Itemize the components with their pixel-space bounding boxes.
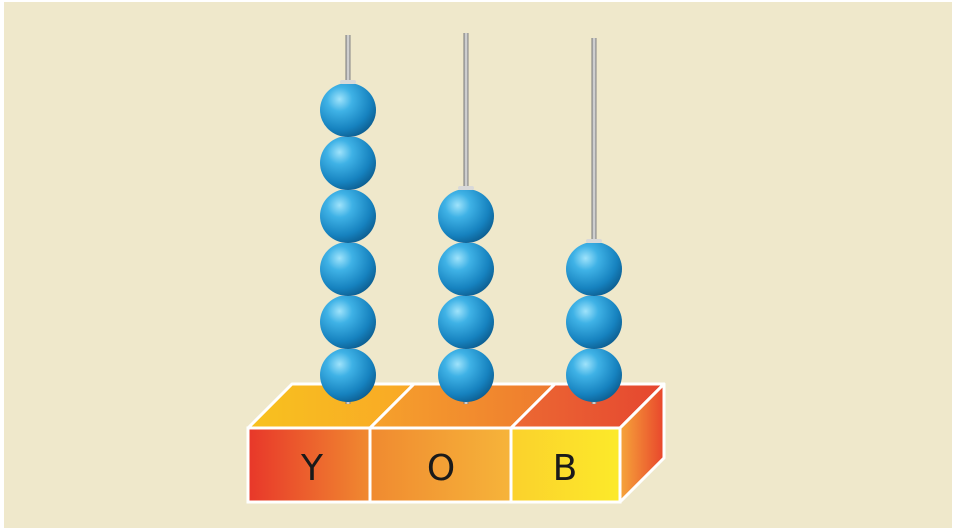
bead [566, 242, 622, 296]
bead [320, 136, 376, 190]
bead-collar [458, 186, 474, 190]
bead [320, 242, 376, 296]
bead [438, 189, 494, 243]
rod-label-o: O [427, 448, 455, 489]
bead-collar [340, 80, 356, 84]
bead [438, 295, 494, 349]
bead [566, 348, 622, 402]
rod-b [566, 38, 622, 404]
bead [438, 348, 494, 402]
bead [320, 83, 376, 137]
rod-label-b: B [553, 448, 578, 489]
rod-label-y: Y [300, 448, 324, 489]
bead-collar [586, 239, 602, 243]
abacus-rods [320, 33, 622, 404]
bead [320, 295, 376, 349]
rod-y [320, 35, 376, 404]
abacus-base: Y O B [248, 384, 664, 502]
bead [320, 189, 376, 243]
rod-o [438, 33, 494, 404]
bead [566, 295, 622, 349]
bead [438, 242, 494, 296]
bead [320, 348, 376, 402]
